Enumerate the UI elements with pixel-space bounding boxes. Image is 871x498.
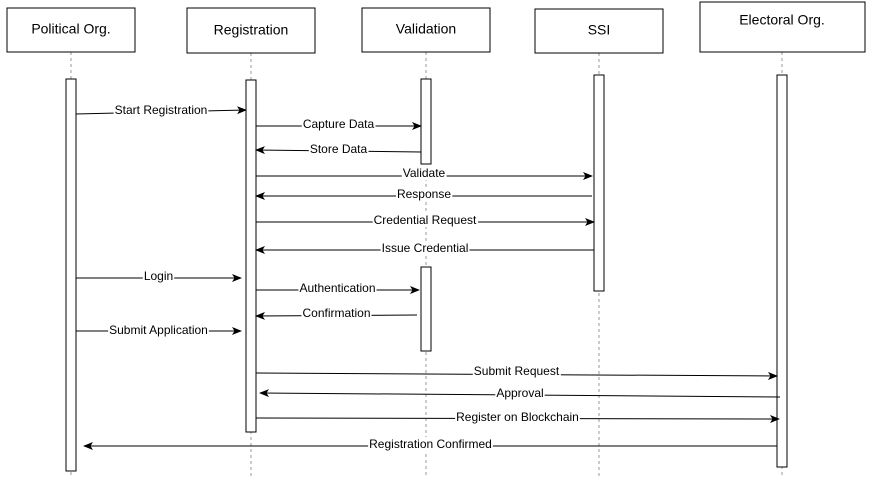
message-0[interactable]: Start Registration [75,103,247,118]
message-11[interactable]: Submit Request [255,364,778,380]
activation-bar-validation [420,266,432,352]
message-label-bg [108,323,209,338]
message-label: Submit Request [474,364,560,378]
actor-label: Political Org. [31,21,110,37]
message-10[interactable]: Submit Application [76,323,242,338]
activation-bar-political [65,78,77,472]
actor-label: Registration [214,22,289,38]
message-4[interactable]: Response [255,187,592,202]
message-label-bg [301,306,372,321]
actor-box [6,7,136,53]
message-label-bg [301,117,376,132]
actor-label: SSI [588,22,611,38]
message-label-bg [372,213,479,228]
actor-political[interactable]: Political Org. [6,7,136,53]
actor-box [534,8,664,54]
message-13[interactable]: Register on Blockchain [255,410,780,425]
message-14[interactable]: Registration Confirmed [83,437,777,452]
message-9[interactable]: Confirmation [255,306,418,321]
message-label: Capture Data [303,117,375,131]
message-label-bg [401,166,447,181]
activation-bar-validation [420,78,432,165]
activation-bar-ssi [593,74,605,292]
actor-electoral[interactable]: Electoral Org. [699,1,866,53]
actor-ssi[interactable]: SSI [534,8,664,54]
actor-box [361,7,491,53]
message-8[interactable]: Authentication [256,281,420,296]
actor-box [699,1,866,53]
activation-bar-electoral [776,74,788,468]
message-label-bg [455,410,580,425]
message-6[interactable]: Issue Credential [255,241,594,256]
message-5[interactable]: Credential Request [256,213,595,228]
message-label: Register on Blockchain [456,410,579,424]
actor-registration[interactable]: Registration [186,7,316,54]
message-label: Submit Application [109,323,208,337]
message-label: Response [397,187,451,201]
message-label-bg [495,386,545,401]
message-label: Issue Credential [382,241,469,255]
message-label: Registration Confirmed [369,437,492,451]
message-label: Validate [403,166,446,180]
message-label-bg [380,241,470,256]
activation-bar-registration [245,79,257,433]
message-label: Start Registration [115,103,208,117]
message-label-bg [113,103,209,118]
message-label: Credential Request [374,213,477,227]
actor-label: Electoral Org. [739,12,825,28]
message-label: Store Data [310,142,368,156]
actor-label: Validation [396,21,456,37]
message-label-bg [472,364,561,379]
message-label: Login [144,269,173,283]
message-label: Authentication [299,281,375,295]
message-2[interactable]: Store Data [255,142,422,157]
message-1[interactable]: Capture Data [256,117,422,132]
message-label: Approval [496,386,543,400]
actor-box [186,7,316,54]
message-label: Confirmation [302,306,370,320]
message-label-bg [308,142,369,157]
actor-validation[interactable]: Validation [361,7,491,53]
message-label-bg [368,437,493,452]
message-label-bg [298,281,377,296]
message-3[interactable]: Validate [256,166,593,181]
message-label-bg [142,269,175,284]
message-7[interactable]: Login [76,269,242,284]
message-12[interactable]: Approval [259,386,781,401]
message-label-bg [395,187,453,202]
